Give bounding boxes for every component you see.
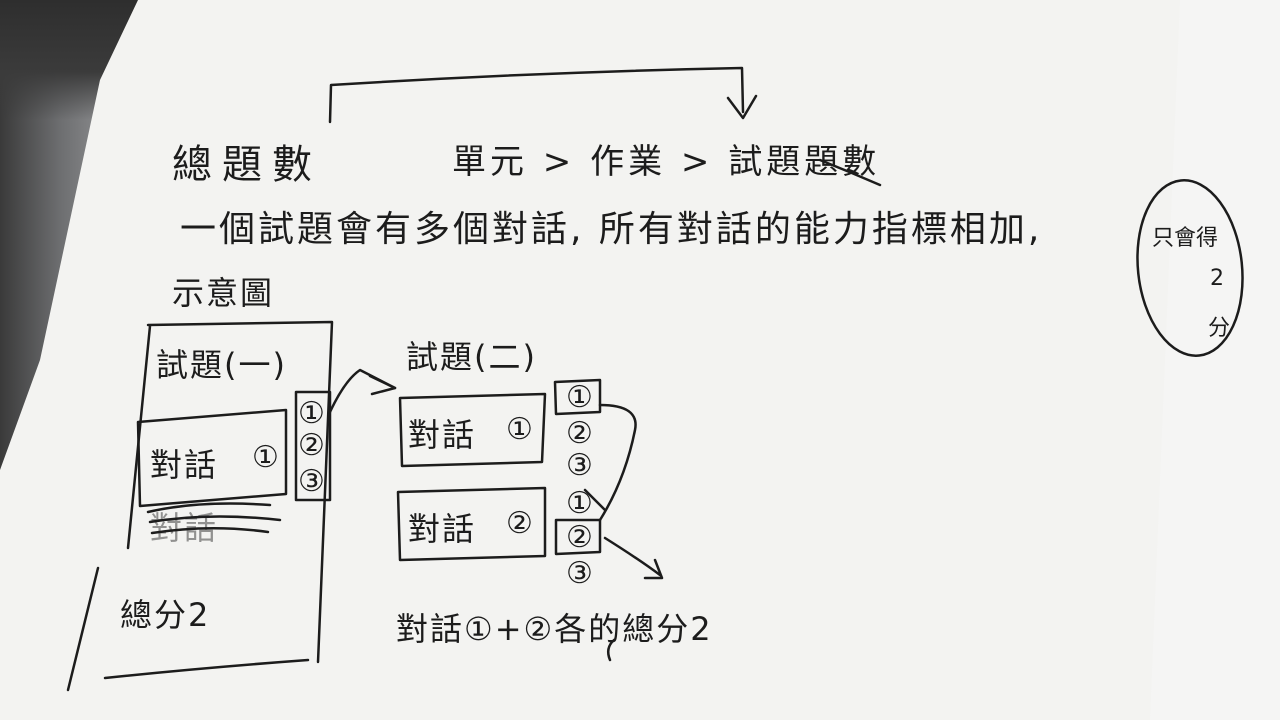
right-dialog1-box: [398, 392, 547, 468]
right-dialog2-box: [396, 486, 547, 562]
path-label: 單元 > 作業 > 試題題數: [452, 142, 881, 182]
right-d2-option-3: ③: [566, 556, 595, 591]
side-note-line2: 2: [1210, 266, 1224, 291]
side-note-oval: [1136, 179, 1244, 357]
right-opt2-box: [554, 518, 602, 556]
right-opt1-box: [553, 378, 602, 416]
diagram-title: 示意圖: [172, 274, 275, 312]
right-d1-option-3: ③: [566, 448, 595, 483]
left-box-bottom: [103, 658, 310, 680]
right-result-arrow: [603, 536, 662, 577]
left-option-2: ②: [298, 428, 327, 463]
left-option-1: ①: [298, 396, 327, 431]
left-option-3: ③: [298, 464, 327, 499]
left-question-label: 試題(一): [156, 346, 287, 384]
right-dialog1-label: 對話: [408, 416, 477, 454]
right-d2-option-2: ②: [566, 520, 595, 555]
bracket-arrow-head: [726, 94, 758, 120]
connector-line: [598, 403, 637, 522]
right-footer-note: 對話①+②各的總分2: [396, 610, 713, 648]
left-dialog-box: [136, 408, 288, 508]
right-dialog2-number: ②: [506, 506, 535, 541]
left-options-box: [294, 390, 332, 502]
right-question-label: 試題(二): [406, 338, 537, 376]
left-to-right-arrow: [328, 368, 397, 414]
left-dialog-label: 對話: [150, 446, 219, 484]
right-d1-option-1: ①: [566, 380, 595, 415]
right-d2-option-1: ①: [566, 486, 595, 521]
left-crossed-label: 對話: [150, 509, 219, 547]
right-dialog1-number: ①: [506, 412, 535, 447]
side-note-line3: 分: [1208, 316, 1231, 341]
left-dialog-number: ①: [252, 440, 281, 475]
right-dialog2-label: 對話: [408, 510, 477, 548]
total-questions-label: 總題數: [172, 142, 322, 188]
crossed-scribble: [146, 502, 282, 535]
side-note-line1: 只會得: [1152, 226, 1219, 251]
left-total-label: 總分2: [120, 596, 211, 634]
right-d1-option-2: ②: [566, 416, 595, 451]
bracket-arrow-line: [328, 66, 745, 124]
explanation-sentence: 一個試題會有多個對話, 所有對話的能力指標相加,: [180, 209, 1043, 250]
